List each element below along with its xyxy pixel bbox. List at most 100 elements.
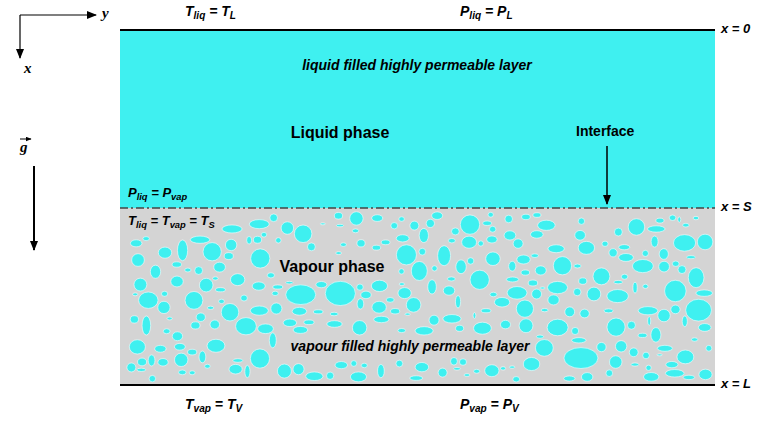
- liquid-bubble: [665, 280, 686, 301]
- liquid-bubble: [671, 305, 680, 314]
- y-axis-arrow: [20, 14, 96, 15]
- liquid-bubble: [215, 288, 225, 292]
- liquid-bubble: [269, 333, 276, 348]
- liquid-bubble: [516, 300, 533, 317]
- liquid-bubble: [533, 213, 541, 218]
- liquid-bubble: [399, 217, 405, 222]
- liquid-bubble: [699, 369, 712, 379]
- liquid-bubble: [657, 345, 672, 351]
- liquid-bubble: [531, 254, 538, 258]
- liquid-bubble: [581, 373, 592, 382]
- liquid-bubble: [683, 223, 689, 227]
- x-axis-arrow: [19, 15, 20, 58]
- liquid-bubble: [293, 364, 304, 375]
- liquid-bubble: [615, 341, 626, 352]
- liquid-bubble: [578, 241, 594, 254]
- liquid-bubble: [547, 319, 568, 336]
- liquid-bubble: [678, 266, 686, 274]
- liquid-bubble: [604, 309, 613, 313]
- liquid-bubble: [443, 315, 461, 323]
- liquid-bubble: [281, 222, 293, 234]
- liquid-bubble: [506, 277, 518, 282]
- liquid-bubble: [137, 368, 146, 371]
- liquid-bubble: [271, 303, 282, 314]
- liquid-bubble: [614, 280, 623, 283]
- liquid-bubble: [696, 290, 713, 296]
- liquid-bubble: [530, 231, 543, 238]
- liquid-bubble: [171, 276, 183, 287]
- liquid-bubble: [350, 372, 366, 382]
- liquid-bubble: [614, 228, 622, 236]
- liquid-bubble: [294, 225, 312, 243]
- liquid-bubble: [372, 245, 380, 250]
- liquid-bubble: [293, 326, 308, 333]
- liquid-bubble: [233, 359, 243, 363]
- liquid-bubble: [505, 215, 513, 223]
- liquid-bubble: [210, 320, 220, 329]
- liquid-bubble: [509, 261, 516, 271]
- liquid-bubble: [522, 214, 531, 219]
- liquid-bubble: [426, 219, 434, 227]
- liquid-bubble: [352, 321, 366, 335]
- liquid-bubble: [483, 221, 492, 225]
- layer-caption: liquid filled highly permeable layer: [302, 57, 532, 73]
- liquid-bubble: [327, 321, 342, 328]
- liquid-bubble: [648, 317, 651, 326]
- liquid-bubble: [191, 322, 200, 329]
- liquid-bubble: [638, 307, 658, 315]
- liquid-bubble: [326, 372, 333, 379]
- liquid-bubble: [251, 249, 270, 268]
- liquid-bubble: [304, 320, 314, 325]
- liquid-bubble: [602, 241, 608, 246]
- liquid-bubble: [207, 339, 225, 352]
- liquid-bubble: [316, 282, 327, 288]
- interface-line: [120, 207, 715, 209]
- liquid-bubble: [148, 355, 155, 366]
- liquid-bubble: [658, 309, 670, 321]
- liquid-bubble: [219, 299, 225, 303]
- liquid-bubble: [467, 258, 473, 264]
- liquid-bubble: [415, 362, 428, 371]
- liquid-bubble: [203, 243, 221, 261]
- position-mark: x = 0: [721, 22, 750, 37]
- liquid-bubble: [174, 343, 185, 350]
- liquid-bubble: [371, 280, 387, 291]
- liquid-bubble: [572, 327, 579, 334]
- liquid-bubble: [631, 363, 639, 366]
- liquid-bubble: [352, 229, 358, 233]
- liquid-bubble: [410, 376, 423, 381]
- liquid-bubble: [250, 306, 268, 315]
- liquid-bubble: [138, 358, 147, 366]
- liquid-bubble: [627, 321, 635, 329]
- liquid-bubble: [488, 212, 493, 217]
- liquid-bubble: [130, 240, 142, 247]
- interface-label: Interface: [576, 123, 634, 139]
- liquid-bubble: [399, 269, 404, 274]
- liquid-bubble: [481, 309, 491, 313]
- liquid-bubble: [213, 277, 218, 280]
- liquid-bubble: [513, 377, 520, 382]
- liquid-bubble: [172, 332, 182, 341]
- liquid-bubble: [706, 345, 712, 351]
- bubble-group: [127, 212, 713, 382]
- liquid-bubble: [391, 223, 398, 229]
- liquid-bubble: [185, 268, 191, 272]
- liquid-bubble: [470, 270, 489, 289]
- boundary-condition: Tliq = TL: [185, 3, 236, 22]
- liquid-bubble: [455, 296, 460, 308]
- liquid-bubble: [351, 361, 357, 367]
- liquid-bubble: [286, 281, 293, 284]
- liquid-bubble: [261, 232, 266, 237]
- liquid-bubble: [149, 375, 155, 381]
- liquid-bubble: [172, 262, 181, 267]
- liquid-bubble: [357, 240, 365, 247]
- liquid-bubble: [659, 249, 668, 260]
- liquid-bubble: [478, 241, 483, 246]
- liquid-bubble: [283, 319, 296, 326]
- vapour-layer-band: Vapour phasevapour filled highly permeab…: [120, 208, 715, 385]
- liquid-bubble: [161, 291, 167, 296]
- liquid-bubble: [578, 218, 584, 224]
- liquid-bubble: [225, 239, 236, 250]
- liquid-bubble: [406, 298, 421, 313]
- liquid-bubble: [224, 253, 233, 260]
